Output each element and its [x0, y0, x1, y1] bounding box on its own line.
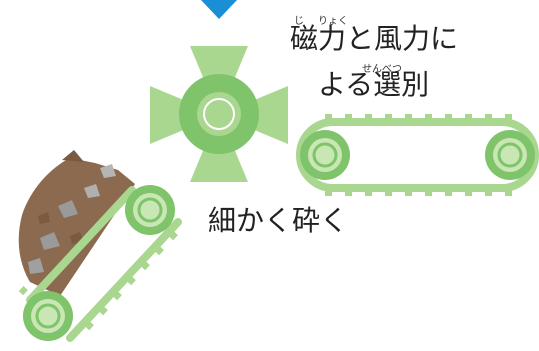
conveyor-belt-icon — [296, 114, 539, 196]
incline-conveyor-icon — [18, 185, 182, 342]
furigana-ryoku: りょく — [318, 16, 348, 27]
crush-label: 細かく砕く — [208, 204, 349, 237]
magnet-wind-label-line1: 磁力と風力に — [290, 22, 459, 55]
debris-pile-icon — [18, 150, 136, 296]
arrow-down-icon — [201, 0, 237, 19]
furigana-ji: じ — [294, 16, 304, 27]
furigana-senbetsu: せんべつ — [362, 64, 402, 75]
crusher-rotor-icon — [150, 46, 288, 182]
magnet-wind-label-line2: よる選別 — [318, 68, 430, 101]
